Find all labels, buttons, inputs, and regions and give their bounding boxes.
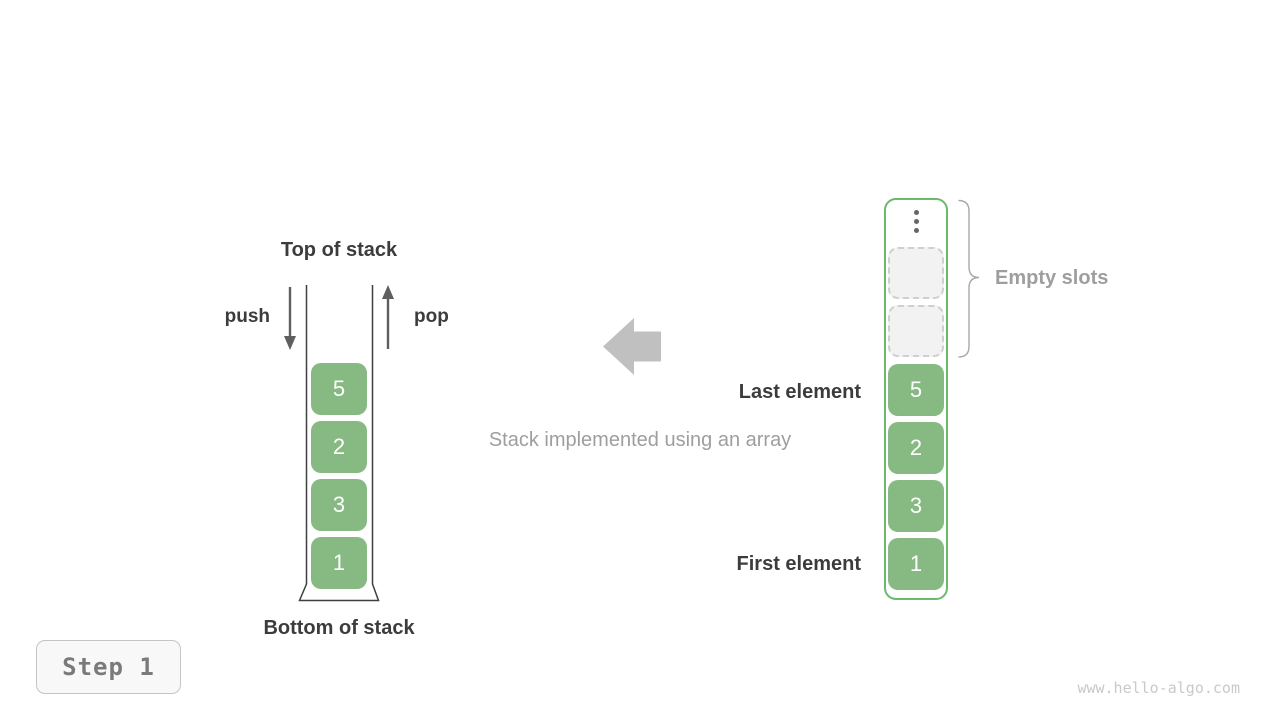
empty-slots-label: Empty slots [995,267,1109,289]
bottom-of-stack-label: Bottom of stack [263,617,415,639]
stack-cell: 3 [311,479,367,531]
dot [913,219,919,224]
array-cell: 2 [888,422,944,474]
empty-slot [888,247,944,299]
array-empty-slots [888,247,944,357]
stack-cell: 5 [311,363,367,415]
push-arrow-icon [284,287,296,350]
step-badge[interactable]: Step 1 [36,640,181,694]
array-cells: 5 2 3 1 [888,364,944,590]
push-label: push [224,306,270,327]
empty-slots-brace [958,199,980,358]
array-cell: 3 [888,480,944,532]
empty-slot [888,305,944,357]
stack-cell: 2 [311,421,367,473]
pop-label: pop [414,306,449,327]
watermark-url: www.hello-algo.com [1077,679,1240,697]
array-cell: 5 [888,364,944,416]
dot [913,210,919,215]
diagram-caption: Stack implemented using an array [488,429,792,451]
left-block-arrow-icon [603,318,661,375]
stack-cell: 1 [311,537,367,589]
last-element-label: Last element [738,381,861,403]
pop-arrow-icon [382,285,394,349]
top-of-stack-label: Top of stack [280,239,398,261]
ellipsis-dots-icon [886,210,946,233]
stack-cells: 5 2 3 1 [311,363,367,589]
first-element-label: First element [736,553,861,575]
dot [913,228,919,233]
array-cell: 1 [888,538,944,590]
array-container: 5 2 3 1 [884,198,948,600]
